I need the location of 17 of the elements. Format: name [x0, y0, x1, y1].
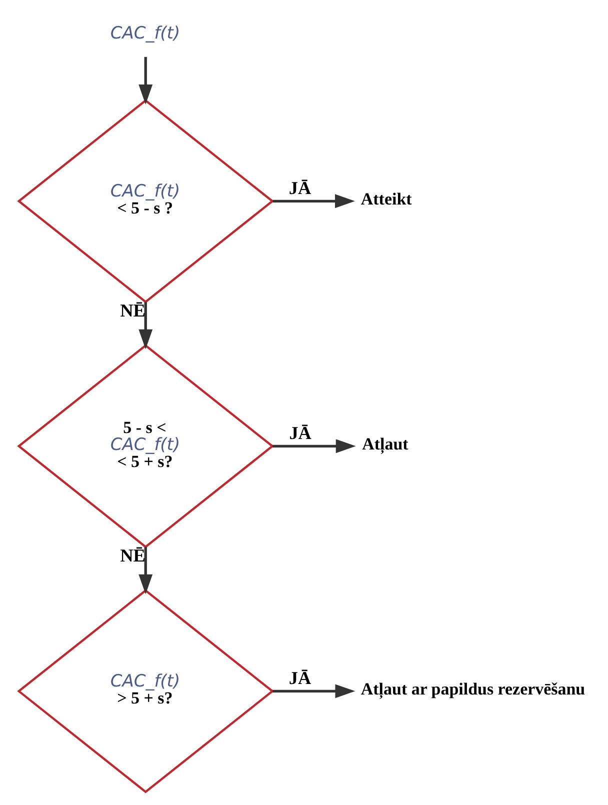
arrow — [272, 439, 356, 454]
arrow — [138, 302, 152, 350]
node-diamond: CAC_f(t) < 5 - s ? — [16, 99, 274, 304]
arrow — [138, 56, 152, 104]
node-text: CAC_f(t) — [110, 23, 180, 44]
edge-label: NĒ — [120, 546, 145, 566]
arrow — [272, 194, 354, 208]
edge-label: JĀ — [288, 668, 311, 688]
node-diamond: CAC_f(t) > 5 + s? — [16, 589, 274, 794]
node-text: Atteikt — [360, 189, 412, 208]
edge-label: JĀ — [288, 422, 311, 443]
arrow — [272, 684, 355, 698]
arrow — [138, 547, 152, 594]
node-text: Atļaut ar papildus rezervēšanu — [360, 679, 585, 698]
edge-label: JĀ — [288, 178, 311, 198]
node-text: Atļaut — [362, 434, 408, 454]
node-diamond: 5 - s < CAC_f(t) < 5 + s? — [16, 344, 274, 548]
